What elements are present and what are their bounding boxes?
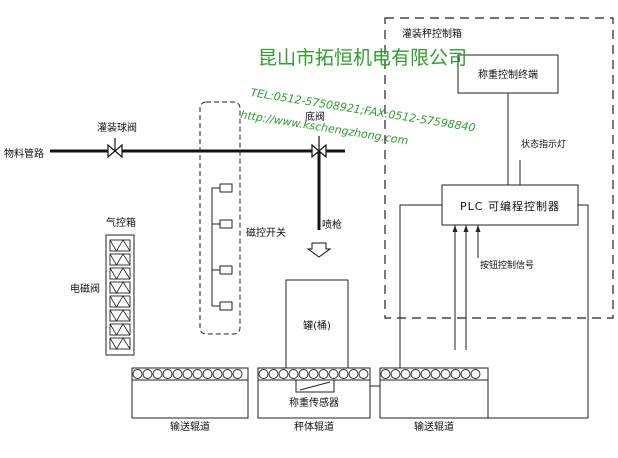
sensor-4 — [219, 301, 233, 311]
plc-box: PLC 可编程控制器 — [441, 184, 579, 226]
conveyor-mid: 秤体辊道 — [257, 367, 371, 433]
ball-valve: 灌装球阀 — [97, 121, 137, 159]
air-box-label: 气控箱 — [106, 216, 136, 229]
bottom-valve: 底阀 — [305, 110, 327, 159]
tank: 罐(桶) — [285, 279, 349, 369]
conveyor-mid-label: 秤体辊道 — [294, 420, 334, 433]
solenoid-cell-mark — [109, 295, 131, 308]
magnetic-switch-label: 磁控开关 — [246, 226, 286, 239]
status-light-label: 状态指示灯 — [521, 138, 566, 150]
roller — [268, 369, 279, 379]
roller — [460, 369, 471, 379]
conveyor-left-label: 输送辊道 — [170, 420, 210, 433]
watermark-company: 昆山市拓恒机电有限公司 — [258, 47, 467, 69]
conveyor-left: 输送辊道 — [131, 367, 249, 433]
roller — [222, 369, 233, 379]
load-cell-label: 称重传感器 — [289, 396, 339, 409]
button-signal: 按钮控制信号 — [475, 225, 534, 271]
spray-gun: 喷枪 — [306, 218, 342, 258]
solenoid-valve-label: 电磁阀 — [70, 282, 100, 295]
roller — [430, 369, 441, 379]
sensor-2 — [219, 219, 233, 229]
solenoid-cell-mark — [109, 253, 131, 266]
load-cell: 称重传感器 — [289, 379, 339, 409]
roller — [358, 369, 369, 379]
solenoid-cell-mark — [109, 239, 131, 252]
roller — [288, 369, 299, 379]
roller — [298, 369, 309, 379]
solenoid-cell-mark — [109, 281, 131, 294]
sensor-1 — [219, 183, 233, 193]
roller — [278, 369, 289, 379]
roller — [348, 369, 359, 379]
magnetic-switch: 磁控开关 — [199, 101, 286, 335]
roller — [308, 369, 319, 379]
roller — [192, 369, 203, 379]
material-pipe: 物料管路 — [4, 147, 345, 230]
rollers-right — [380, 369, 481, 379]
roller — [420, 369, 431, 379]
watermark: 昆山市拓恒机电有限公司 TEL:0512-57508921;FAX:0512-5… — [240, 47, 477, 148]
roller — [142, 369, 153, 379]
material-pipe-label: 物料管路 — [4, 147, 44, 160]
control-box: 灌装秤控制箱 — [384, 17, 614, 319]
roller — [470, 369, 481, 379]
solenoid-cell-mark — [109, 267, 131, 280]
solenoid-cell-mark — [109, 337, 131, 350]
roller — [328, 369, 339, 379]
roller — [172, 369, 183, 379]
solenoid-cell-mark — [109, 323, 131, 336]
roller — [202, 369, 213, 379]
roller — [410, 369, 421, 379]
roller — [318, 369, 329, 379]
conveyor-right-label: 输送辊道 — [414, 420, 454, 433]
roller — [162, 369, 173, 379]
plc-label: PLC 可编程控制器 — [460, 199, 560, 213]
weighing-terminal: 称重控制终端 — [457, 54, 559, 94]
spray-down-arrow — [306, 242, 332, 258]
solenoid-cell-mark — [109, 309, 131, 322]
air-box: 气控箱 电磁阀 — [70, 216, 136, 356]
conveyor-right: 输送辊道 — [379, 367, 489, 433]
roller — [152, 369, 163, 379]
roller — [400, 369, 411, 379]
roller — [182, 369, 193, 379]
roller — [338, 369, 349, 379]
roller — [258, 369, 269, 379]
sensor-3 — [219, 265, 233, 275]
rollers-left — [132, 369, 243, 379]
roller — [380, 369, 391, 379]
status-light: 状态指示灯 — [519, 138, 566, 185]
rollers-mid — [258, 369, 369, 379]
solenoid-cells — [109, 239, 131, 350]
tank-label: 罐(桶) — [303, 319, 331, 332]
roller — [212, 369, 223, 379]
plc-output-lines — [334, 204, 589, 419]
roller — [232, 369, 243, 379]
ball-valve-label: 灌装球阀 — [97, 121, 137, 134]
control-box-label: 灌装秤控制箱 — [402, 27, 462, 40]
button-signal-label: 按钮控制信号 — [480, 259, 534, 271]
roller — [132, 369, 143, 379]
roller — [390, 369, 401, 379]
roller — [450, 369, 461, 379]
weighing-terminal-label: 称重控制终端 — [478, 68, 538, 81]
bottom-valve-label: 底阀 — [305, 110, 325, 123]
roller — [440, 369, 451, 379]
spray-gun-label: 喷枪 — [322, 218, 342, 231]
